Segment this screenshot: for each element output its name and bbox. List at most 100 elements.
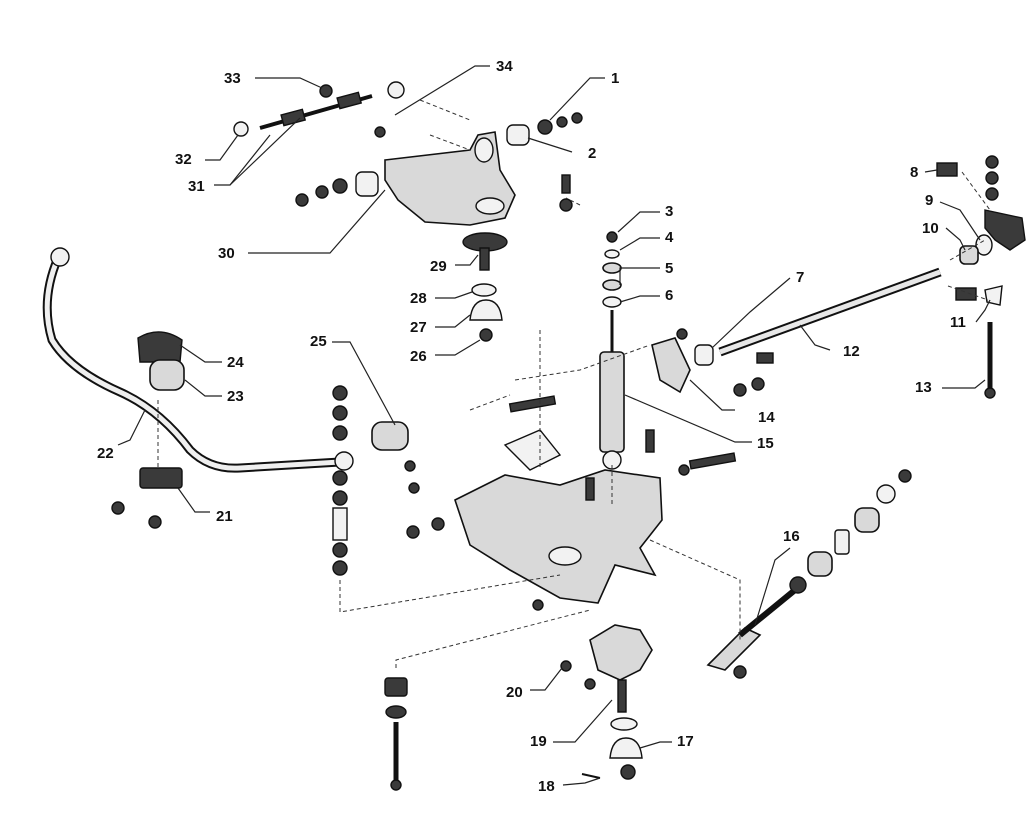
- steering-knuckle: [589, 624, 653, 681]
- link-spacer: [332, 507, 348, 541]
- castle-nut-26: [479, 328, 493, 342]
- callout-33: 33: [224, 70, 241, 87]
- callout-14: 14: [758, 409, 775, 426]
- callout-31: 31: [188, 178, 205, 195]
- lower-arm-bolt-c: [645, 429, 655, 453]
- bushing-10: [959, 245, 979, 265]
- callout-17: 17: [677, 733, 694, 750]
- callout-2: 2: [588, 145, 596, 162]
- tension-rod-assembly: [694, 155, 1026, 399]
- arm-bolt: [561, 174, 571, 194]
- tag-11: [955, 287, 977, 301]
- callout-28: 28: [410, 290, 427, 307]
- stabilizer-bar-end-eye: [50, 247, 70, 267]
- upper-arm-bushing-right: [506, 124, 530, 146]
- callout-29: 29: [430, 258, 447, 275]
- knuckle-stud: [617, 679, 627, 713]
- callout-12: 12: [843, 343, 860, 360]
- callout-10: 10: [922, 220, 939, 237]
- callout-5: 5: [665, 260, 673, 277]
- dust-boot-17: [609, 737, 643, 759]
- callout-4: 4: [665, 229, 674, 246]
- ball-joint-stud: [479, 247, 490, 271]
- callout-22: 22: [97, 445, 114, 462]
- assembly-guide-lines: [157, 99, 991, 668]
- callout-25: 25: [310, 333, 327, 350]
- shock-washer-6: [602, 296, 622, 308]
- bracket-14-assembly: [651, 328, 765, 397]
- adjuster-sleeve: [280, 108, 307, 127]
- bushing-23: [149, 359, 185, 391]
- stabilizer-bar-link-eye: [334, 451, 354, 471]
- castle-nut-18: [620, 764, 636, 780]
- clip-11: [984, 285, 1003, 306]
- strut-bushing-b: [854, 507, 880, 533]
- callout-7: 7: [796, 269, 804, 286]
- tension-rod-bushing-7: [694, 344, 714, 366]
- shock-nut-3: [606, 231, 618, 243]
- callout-1: 1: [611, 70, 619, 87]
- rod-nut-33: [319, 84, 333, 98]
- lower-arm-bolt-a: [508, 395, 557, 413]
- upper-arm-bushing: [355, 171, 379, 197]
- nut-left: [295, 193, 309, 207]
- tension-rod-bracket: [984, 209, 1026, 251]
- shock-body: [599, 351, 625, 453]
- nut-1a: [556, 116, 568, 128]
- callout-20: 20: [506, 684, 523, 701]
- stabilizer-bar-assembly: [42, 247, 354, 529]
- callout-19: 19: [530, 733, 547, 750]
- washer-1: [537, 119, 553, 135]
- stabilizer-bar: [42, 256, 341, 473]
- callout-32: 32: [175, 151, 192, 168]
- lower-control-arm: [454, 469, 663, 604]
- callout-34: 34: [496, 58, 513, 75]
- callout-16: 16: [783, 528, 800, 545]
- callout-6: 6: [665, 287, 673, 304]
- upper-control-arm-assembly: [233, 81, 583, 226]
- bracket-21: [139, 467, 183, 489]
- stabilizer-link-stack: [332, 385, 445, 576]
- washer-34a: [387, 81, 405, 99]
- lower-bolt-stack: [384, 677, 408, 791]
- strut-sleeve: [834, 529, 850, 555]
- callout-18: 18: [538, 778, 555, 795]
- bracket-14: [651, 337, 691, 394]
- strut-rod-assembly: [706, 469, 912, 679]
- callout-23: 23: [227, 388, 244, 405]
- strut-bushing-a: [807, 551, 833, 577]
- bracket-nut-c: [985, 187, 999, 201]
- callout-11: 11: [950, 314, 966, 331]
- washer-left-1: [332, 178, 348, 194]
- upper-arm-pivot-eye: [474, 137, 494, 163]
- strut-rod-end: [706, 627, 762, 671]
- lower-arm-ball-joint-seat: [548, 546, 582, 566]
- upper-arm-bushing-hole: [475, 197, 505, 215]
- callout-labels: 1 2 3 4 5 6 7 8 9 10 11 12 13 14 15 16 1…: [97, 58, 966, 795]
- nut-21b: [148, 515, 162, 529]
- dust-boot-27: [469, 299, 503, 321]
- arm-bolt-nut: [559, 198, 573, 212]
- callout-24: 24: [227, 354, 244, 371]
- washer-32: [233, 121, 249, 137]
- strut-washer-b: [876, 484, 896, 504]
- lower-arm-bolt-d: [585, 477, 595, 501]
- seal-ring-28: [471, 283, 497, 297]
- lower-arm-bolt-b: [688, 452, 737, 470]
- bracket-tag-8: [936, 162, 958, 177]
- clamp-24: [137, 331, 183, 363]
- callout-13: 13: [915, 379, 932, 396]
- nut-34b: [374, 126, 386, 138]
- tension-rod-end-tag: [756, 352, 774, 364]
- adjuster-sleeve-2: [336, 91, 363, 110]
- callout-21: 21: [216, 508, 233, 525]
- shock-bushing-5a: [602, 262, 622, 274]
- shock-washer-4: [604, 249, 620, 259]
- shock-mount-plate: [503, 429, 562, 471]
- bracket-nut-a: [985, 155, 999, 169]
- bracket-nut-b: [985, 171, 999, 185]
- callout-leader-lines: [117, 65, 991, 786]
- strut-washer-a: [789, 576, 807, 594]
- upper-ball-joint-assembly: [462, 232, 508, 342]
